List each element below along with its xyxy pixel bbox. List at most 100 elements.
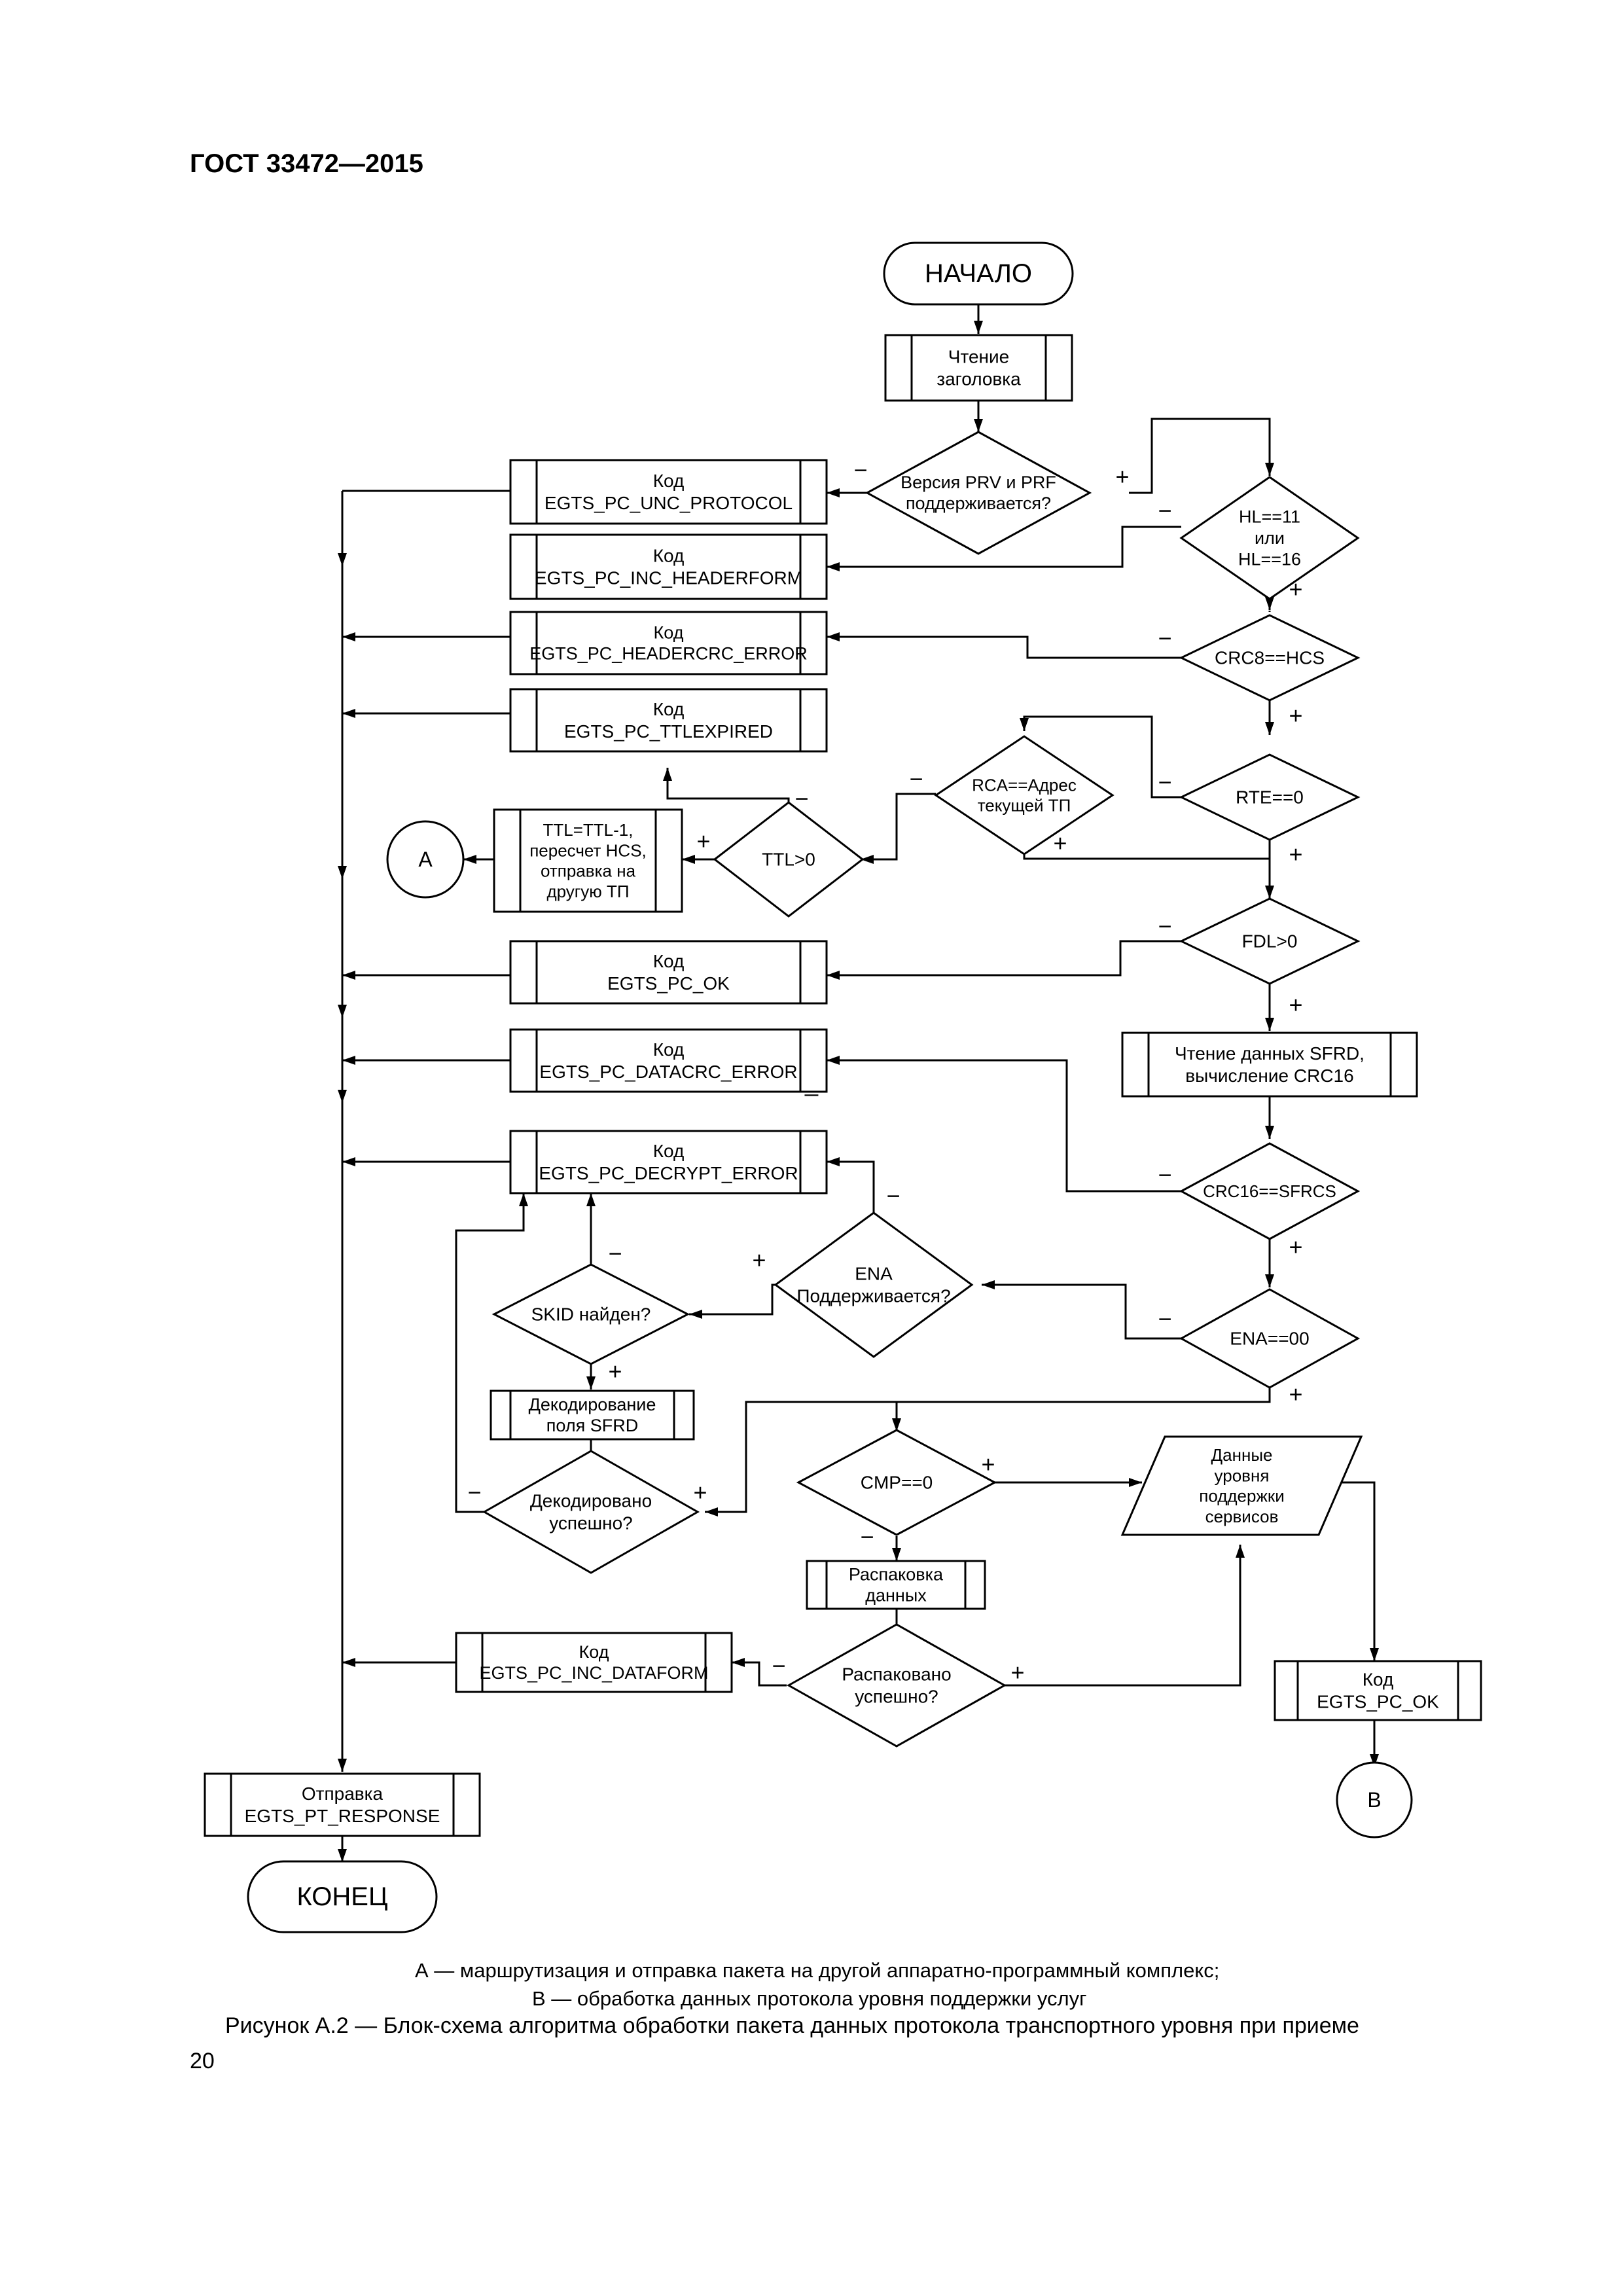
cmp-decision: CMP==0 — [796, 1429, 997, 1536]
headercrc-error-text: EGTS_PC_HEADERCRC_ERROR — [529, 644, 808, 664]
arrowhead — [827, 1056, 840, 1065]
branch-label: − — [853, 457, 867, 484]
prv-prf-text: поддерживается? — [906, 493, 1051, 513]
arrowhead — [342, 971, 355, 980]
service-data-text: уровня — [1215, 1465, 1270, 1485]
arrowhead — [338, 1849, 347, 1862]
unc-protocol-text: EGTS_PC_UNC_PROTOCOL — [544, 493, 793, 513]
flow-line — [1005, 1545, 1241, 1687]
decode-block: Декодирование поля SFRD — [490, 1390, 695, 1441]
ena-supported-text: Поддерживается? — [796, 1285, 950, 1306]
unpack-text: данных — [865, 1586, 927, 1605]
start-text: НАЧАЛО — [925, 259, 1032, 288]
hl-text: HL==16 — [1238, 549, 1301, 569]
branch-label: + — [981, 1451, 995, 1478]
inc-dataform-text: Код — [579, 1642, 609, 1662]
skid-decision: SKID найден? — [491, 1263, 690, 1365]
arrowhead — [1370, 1754, 1379, 1767]
ttl-text: TTL>0 — [762, 850, 815, 870]
branch-label: + — [608, 1358, 622, 1385]
branch-label: + — [1289, 576, 1302, 603]
arrowhead — [1236, 1545, 1245, 1558]
inc-dataform-text: EGTS_PC_INC_DATAFORM — [479, 1663, 708, 1683]
branch-label: + — [1289, 1234, 1302, 1261]
arrowhead — [342, 709, 355, 718]
branch-label: − — [860, 1524, 874, 1551]
conn-b-text: B — [1367, 1788, 1381, 1812]
arrowhead — [1265, 463, 1274, 476]
legend-b: В — обработка данных протокола уровня по… — [532, 1987, 1087, 2010]
skid-text: SKID найден? — [531, 1304, 651, 1325]
arrowhead — [342, 632, 355, 641]
arrowhead — [892, 1418, 901, 1431]
arrowhead — [663, 768, 672, 781]
branch-label: − — [1158, 1306, 1171, 1333]
branch-label: − — [467, 1479, 481, 1506]
flow-line — [666, 768, 790, 814]
end-text: КОНЕЦ — [296, 1882, 387, 1911]
cmp-text: CMP==0 — [861, 1473, 933, 1493]
headercrc-error-text: Код — [654, 622, 684, 642]
branch-label: + — [752, 1247, 766, 1274]
unpacked-ok-text: успешно? — [855, 1686, 938, 1706]
ena-supported-text: ENA — [855, 1264, 893, 1284]
flow-line — [982, 1283, 1181, 1340]
arrowhead — [682, 855, 695, 864]
arrowhead — [342, 1658, 355, 1667]
branch-label: − — [1158, 1162, 1171, 1189]
arrowhead — [1020, 718, 1029, 731]
rca-text: текущей ТП — [978, 796, 1071, 816]
fdl-decision: FDL>0 — [1179, 897, 1361, 985]
branch-label: − — [1158, 769, 1171, 796]
arrowhead — [861, 855, 874, 864]
flow-line — [455, 1193, 525, 1513]
flow-line — [1129, 418, 1271, 494]
crc16-text: CRC16==SFRCS — [1203, 1181, 1336, 1201]
arrowhead — [827, 562, 840, 571]
arrowhead — [586, 1193, 596, 1206]
branch-label: + — [1289, 1381, 1302, 1408]
rte-decision: RTE==0 — [1179, 753, 1361, 841]
branch-label: _ — [804, 1070, 819, 1097]
read-sfrd-text: Чтение данных SFRD, — [1175, 1043, 1364, 1064]
branch-label: + — [1010, 1659, 1024, 1686]
flow-line — [827, 526, 1181, 568]
arrowhead — [732, 1658, 745, 1667]
branch-label: + — [1053, 830, 1067, 857]
document-header: ГОСТ 33472—2015 — [190, 149, 423, 178]
decrypt-error-text: Код — [653, 1141, 685, 1161]
send-response-text: EGTS_PT_RESPONSE — [245, 1806, 440, 1826]
arrowhead — [1265, 722, 1274, 735]
decoded-ok-text: успешно? — [549, 1513, 633, 1533]
rte-text: RTE==0 — [1236, 787, 1304, 808]
branch-label: − — [794, 785, 808, 812]
ttlexpired-text: EGTS_PC_TTLEXPIRED — [564, 721, 773, 742]
arrowhead — [1265, 886, 1274, 899]
arrowhead — [342, 1056, 355, 1065]
ttl-action-text: отправка на — [541, 861, 636, 881]
arrowhead — [1265, 597, 1274, 610]
arrowhead — [338, 1759, 347, 1772]
decode-text: Декодирование — [529, 1395, 656, 1414]
read-sfrd-block: Чтение данных SFRD,вычисление CRC16 — [1121, 1031, 1418, 1098]
unpacked-ok-text: Распаковано — [842, 1664, 951, 1685]
arrowhead — [338, 553, 347, 566]
decode-text: поля SFRD — [546, 1416, 638, 1435]
pc-ok2-text: Код — [1363, 1670, 1394, 1690]
branch-label: + — [1289, 992, 1302, 1018]
crc8-decision: CRC8==HCS — [1179, 614, 1361, 702]
branch-label: − — [1158, 913, 1171, 940]
prv-prf-text: Версия PRV и PRF — [901, 473, 1056, 492]
ttl-decision: TTL>0 — [713, 801, 865, 918]
ttl-action-text: TTL=TTL-1, — [543, 820, 633, 840]
fdl-text: FDL>0 — [1242, 931, 1298, 952]
